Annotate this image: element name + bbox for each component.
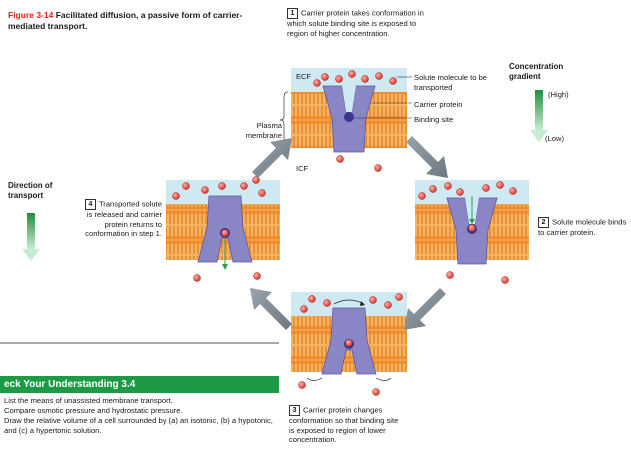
panel-step-3 xyxy=(291,292,407,400)
cycle-arrows xyxy=(250,136,448,330)
solute-molecule-label: Solute molecule to be transported xyxy=(414,73,488,92)
conformation-arrowhead xyxy=(360,301,365,306)
concentration-gradient-arrow xyxy=(530,90,548,142)
solute-molecules xyxy=(298,293,403,396)
release-arrow-head xyxy=(222,264,228,270)
figure-number: Figure 3-14 xyxy=(8,10,54,20)
protein-channel-open xyxy=(342,86,356,112)
solute-molecules xyxy=(313,70,397,172)
panel-step-2 xyxy=(415,180,529,290)
gradient-low-label: (Low) xyxy=(545,134,564,143)
conformation-arrow-right xyxy=(375,377,392,381)
bound-solute xyxy=(345,339,353,347)
icf-region xyxy=(291,148,407,178)
cycle-arrow-1-to-2 xyxy=(406,136,448,178)
cycle-arrow-3-to-4 xyxy=(250,288,292,330)
direction-of-transport-label: Direction of transport xyxy=(8,181,53,200)
ecf-label: ECF xyxy=(296,72,311,81)
icf-region xyxy=(291,372,407,400)
solute-molecules xyxy=(418,181,517,284)
binding-arrow-head xyxy=(469,219,475,224)
icf-label: ICF xyxy=(296,164,309,173)
bound-solute xyxy=(468,224,476,232)
check-item-3: Draw the relative volume of a cell surro… xyxy=(4,416,273,435)
check-understanding-list: List the means of unassisted membrane tr… xyxy=(4,396,284,436)
solute-molecules xyxy=(172,176,266,282)
step-4-text: Transported solute is released and carri… xyxy=(85,199,162,239)
concentration-gradient-label: Concentration gradient xyxy=(509,62,564,81)
check-item-1: List the means of unassisted membrane tr… xyxy=(4,396,173,405)
conformation-arrow-left xyxy=(306,377,323,381)
panel-step-4 xyxy=(166,176,280,290)
direction-of-transport-arrow xyxy=(22,213,40,261)
check-understanding-heading: eck Your Understanding 3.4 xyxy=(0,376,279,393)
step-2-text: Solute molecule binds to carrier protein… xyxy=(538,217,627,238)
figure-caption: Figure 3-14 Facilitated diffusion, a pas… xyxy=(8,10,268,32)
check-item-2: Compare osmotic pressure and hydrostatic… xyxy=(4,406,183,415)
carrier-protein-label: Carrier protein xyxy=(414,100,463,109)
step-3-text: Carrier protein changes conformation so … xyxy=(289,405,399,445)
released-solute xyxy=(221,229,229,237)
panel-step-1: ECF ICF xyxy=(279,68,412,178)
binding-site xyxy=(344,112,354,122)
gradient-high-label: (High) xyxy=(548,90,569,99)
icf-region xyxy=(415,260,529,290)
step-1-text: Carrier protein takes conformation in wh… xyxy=(287,8,424,38)
plasma-membrane-label: Plasma membrane xyxy=(245,121,282,140)
cycle-arrow-4-to-1 xyxy=(252,138,292,178)
binding-site-label: Binding site xyxy=(414,115,454,124)
cycle-arrow-2-to-3 xyxy=(404,288,446,330)
figure-title: Facilitated diffusion, a passive form of… xyxy=(8,10,243,31)
